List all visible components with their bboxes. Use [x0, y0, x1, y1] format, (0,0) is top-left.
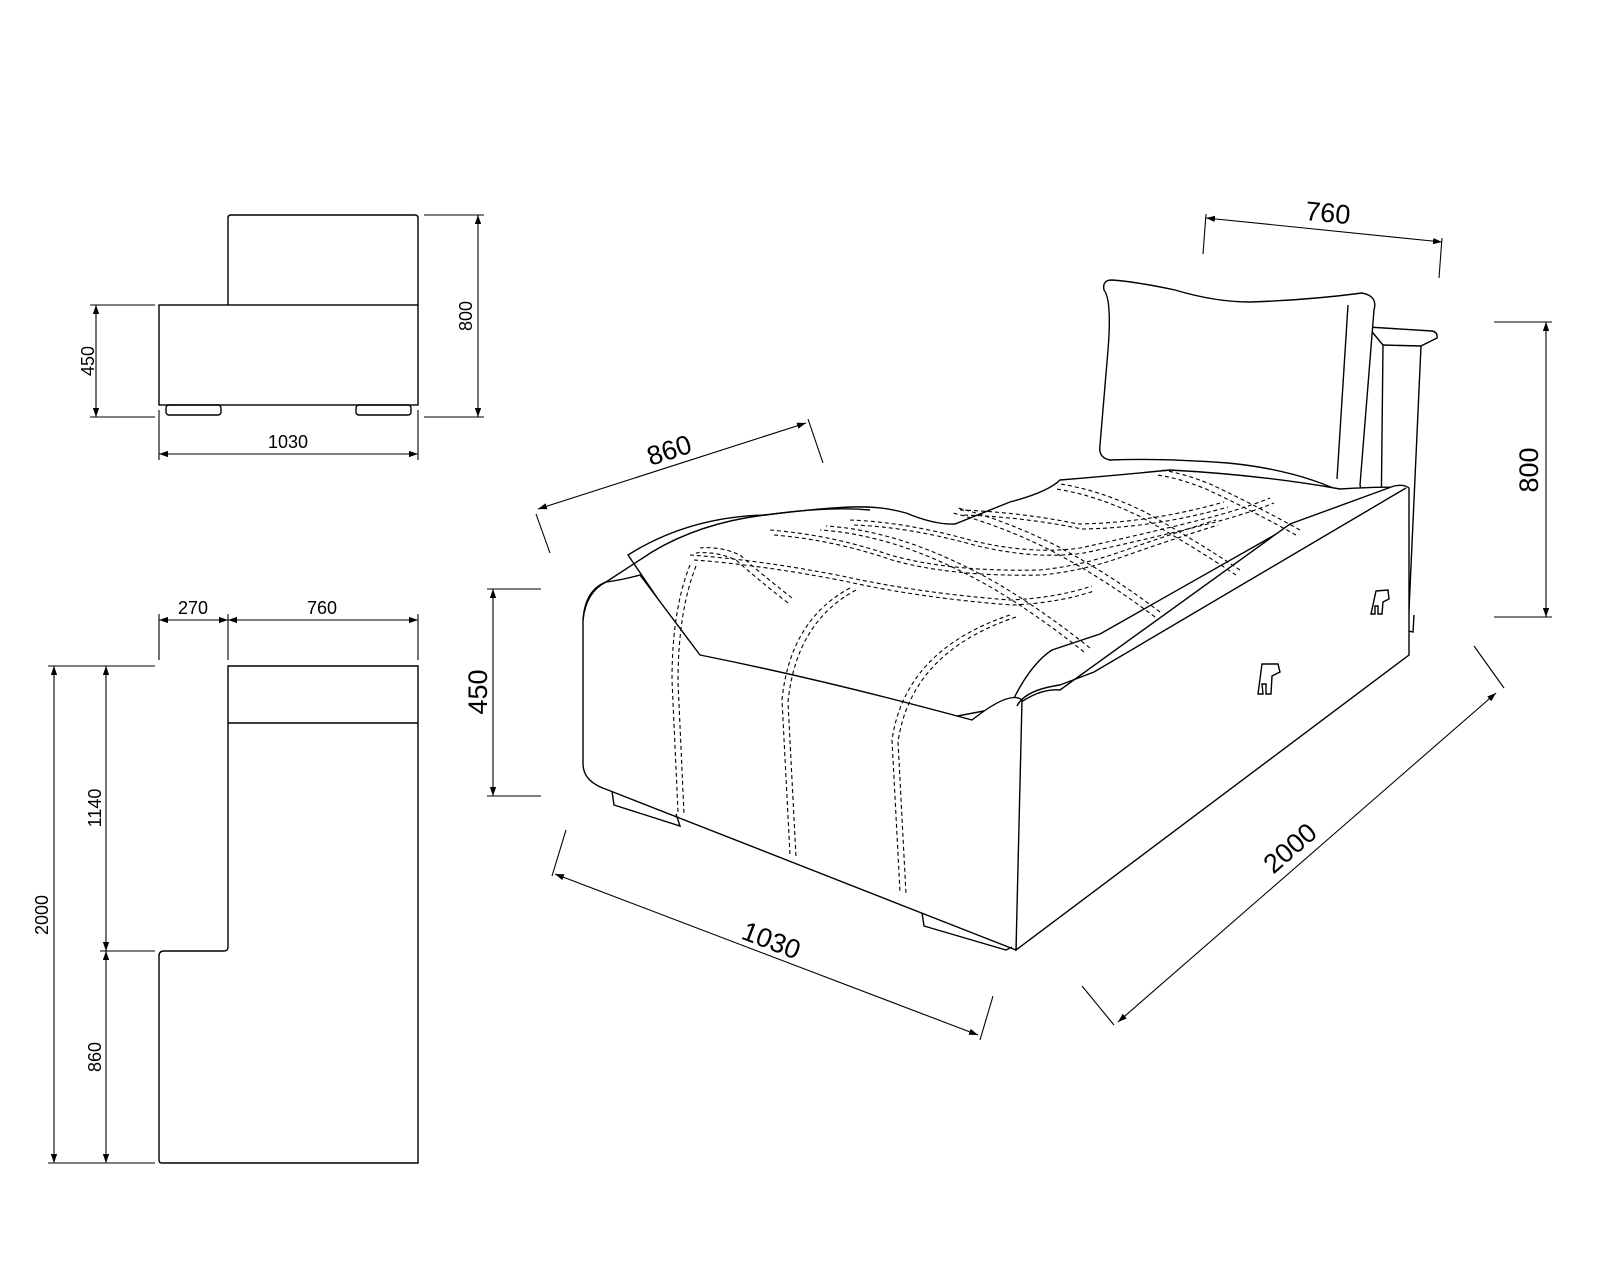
dimension-side-total-height: 800 — [424, 214, 484, 418]
iso-quilting-pattern — [671, 469, 1301, 895]
dimension-plan-arm-width: 270 — [158, 598, 229, 660]
side-view-total-height-label: 800 — [456, 301, 476, 331]
dimension-side-width: 1030 — [158, 410, 419, 460]
iso-width-label: 1030 — [738, 916, 805, 966]
side-view-seat-height-label: 450 — [78, 346, 98, 376]
dimension-side-seat-height: 450 — [78, 304, 155, 418]
iso-right-arm-edge — [1016, 487, 1407, 707]
plan-view-arm-width-label: 270 — [178, 598, 208, 618]
side-view-backrest — [227, 214, 419, 305]
plan-view-chaise-length-label: 860 — [85, 1042, 105, 1072]
side-view-leg-left — [165, 404, 222, 416]
iso-total-height-label: 800 — [1514, 447, 1544, 492]
plan-view: 270 760 2000 1140 860 — [32, 598, 419, 1164]
dimension-plan-total-length: 2000 — [32, 665, 155, 1164]
iso-front-arm-edge — [582, 508, 871, 621]
iso-pillow — [1099, 279, 1376, 497]
plan-view-back-length-label: 1140 — [85, 789, 105, 828]
dimension-iso-seat-height: 450 — [463, 588, 541, 797]
side-view-width-label: 1030 — [268, 432, 308, 452]
dimension-plan-chaise-length: 860 — [85, 951, 110, 1163]
dimension-plan-back-width: 760 — [228, 598, 419, 660]
dimension-plan-back-length: 1140 — [85, 666, 155, 952]
side-view-seat-body — [158, 304, 419, 406]
iso-chaise-depth-label: 860 — [643, 429, 695, 471]
iso-back-width-label: 760 — [1304, 196, 1352, 230]
isometric-view: 760 860 450 800 1030 — [463, 196, 1552, 1041]
side-view: 450 800 1030 — [78, 214, 484, 460]
iso-pillow-seam — [1336, 304, 1349, 480]
iso-handle-back-icon — [1370, 589, 1390, 615]
plan-view-total-length-label: 2000 — [32, 895, 52, 935]
iso-length-label: 2000 — [1258, 817, 1323, 879]
dimension-iso-back-width: 760 — [1202, 196, 1443, 279]
iso-seat-height-label: 450 — [463, 669, 493, 714]
iso-leg-front-left — [611, 790, 682, 828]
plan-view-outline — [158, 665, 419, 1164]
plan-view-back-width-label: 760 — [307, 598, 337, 618]
side-view-leg-right — [355, 404, 412, 416]
dimension-iso-total-height: 800 — [1494, 321, 1552, 618]
iso-armrest-top-edge — [1382, 344, 1422, 347]
